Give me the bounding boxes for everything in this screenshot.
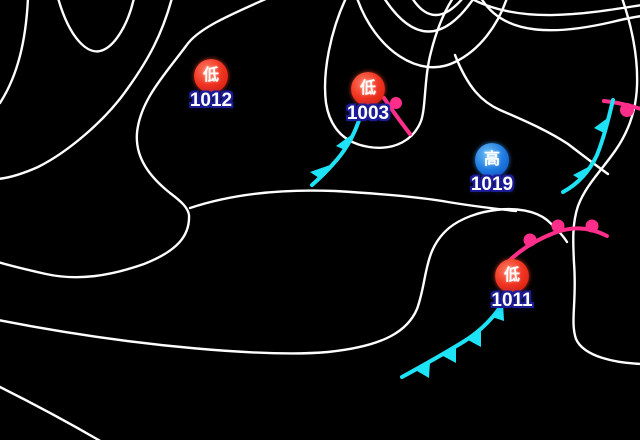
warm-front — [602, 99, 640, 117]
isobar-line — [323, 0, 454, 149]
isobar-line — [356, 0, 508, 69]
pressure-marker-low-1012: 低 1012 — [171, 59, 251, 112]
cold-front-triangle-icon — [468, 330, 481, 347]
warm-front-line — [506, 226, 609, 264]
pressure-marker-low-1003: 低 1003 — [328, 72, 408, 125]
high-pressure-icon: 高 — [475, 143, 509, 177]
isobar-line — [453, 53, 610, 176]
warm-front-line — [602, 99, 640, 111]
warm-front-bump-icon — [523, 233, 537, 247]
warm-front-bump-icon — [551, 219, 565, 233]
cold-front-triangle-icon — [417, 362, 430, 378]
low-pressure-icon: 低 — [194, 59, 228, 93]
cold-front — [310, 109, 364, 187]
isobar-line — [572, 0, 640, 366]
low-symbol: 低 — [202, 67, 219, 84]
warm-front-bump-icon — [390, 97, 402, 109]
isobar-line — [0, 208, 569, 355]
high-symbol: 高 — [483, 151, 500, 168]
isobar-line — [0, 0, 173, 180]
isobar-line — [57, 0, 135, 53]
isobar-line — [0, 0, 267, 279]
pressure-value: 1003 — [346, 103, 390, 124]
cold-front — [400, 296, 508, 379]
low-pressure-icon: 低 — [495, 259, 529, 293]
pressure-value: 1011 — [491, 290, 533, 311]
low-symbol: 低 — [503, 267, 520, 284]
isobar-line — [480, 0, 640, 32]
low-pressure-icon: 低 — [351, 72, 385, 106]
cold-front-line — [310, 109, 364, 187]
pressure-value: 1019 — [470, 174, 514, 195]
warm-front-bump-icon — [585, 219, 599, 233]
cold-front — [561, 98, 615, 194]
cold-front-triangle-icon — [310, 165, 330, 178]
cold-front-triangle-icon — [594, 117, 609, 133]
low-symbol: 低 — [359, 80, 376, 97]
warm-front — [382, 96, 412, 136]
isobar-line — [0, 385, 101, 440]
warm-front-line — [382, 96, 412, 136]
isobar-line — [471, 0, 640, 17]
warm-front — [506, 219, 609, 264]
cold-front-triangle-icon — [443, 347, 456, 363]
warm-front-bump-icon — [620, 103, 634, 117]
isobar-line — [0, 0, 30, 105]
isobar-line — [383, 0, 475, 33]
pressure-marker-high-1019: 高 1019 — [452, 143, 532, 196]
cold-front-triangle-icon — [492, 303, 504, 321]
pressure-value: 1012 — [189, 90, 233, 111]
isobar-line — [411, 0, 463, 16]
pressure-marker-low-1011: 低 1011 — [472, 259, 552, 312]
cold-front-triangle-icon — [336, 133, 354, 150]
isobar-line — [188, 189, 518, 213]
cold-front-triangle-icon — [573, 165, 592, 180]
